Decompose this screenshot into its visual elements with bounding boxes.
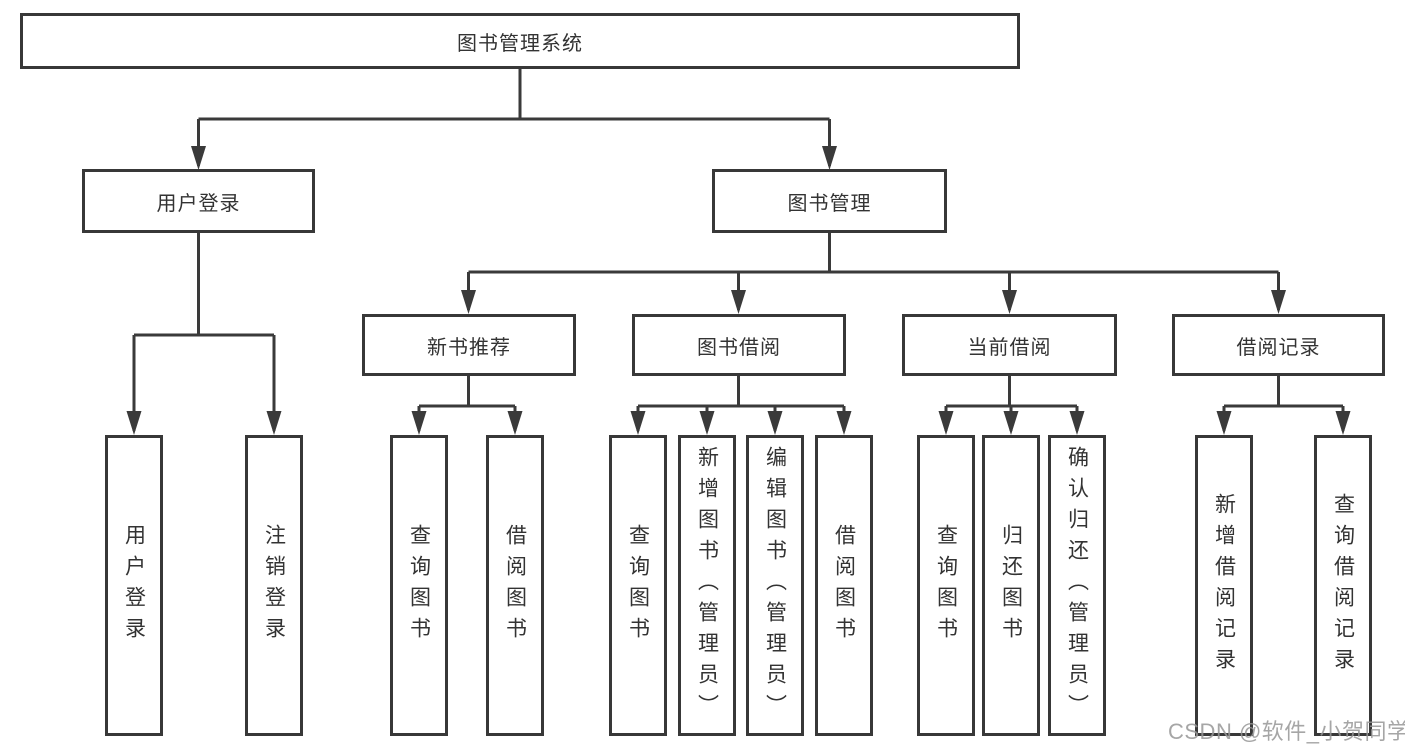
csdn-watermark: CSDN @软件_小贺同学	[1168, 719, 1405, 744]
node-label: 查询图书	[934, 523, 958, 648]
node-user-login: 用户登录	[82, 169, 315, 233]
leaf-records-add-record: 新增借阅记录	[1195, 435, 1253, 736]
connector-root-to-level1	[191, 69, 837, 170]
node-label: 借阅图书	[832, 523, 856, 648]
node-label: 查询图书	[407, 523, 431, 648]
connector-user-login-branch	[126, 233, 282, 435]
leaf-records-query-record: 查询借阅记录	[1314, 435, 1372, 736]
leaf-borrow-borrow-books: 借阅图书	[815, 435, 873, 736]
leaf-newbook-query-books: 查询图书	[390, 435, 448, 736]
connector-new-book-branch	[411, 376, 523, 435]
node-label: 查询借阅记录	[1331, 492, 1355, 679]
node-label: 用户登录	[122, 523, 146, 648]
node-label: 编辑图书（管理员）	[763, 446, 787, 725]
leaf-borrow-query-books: 查询图书	[609, 435, 667, 736]
connector-book-mgmt-branch	[461, 233, 1286, 314]
node-label: 新增图书（管理员）	[695, 446, 719, 725]
node-current-borrowing: 当前借阅	[902, 314, 1117, 376]
leaf-current-confirm-return-admin: 确认归还（管理员）	[1048, 435, 1106, 736]
leaf-logout: 注销登录	[245, 435, 303, 736]
leaf-newbook-borrow-books: 借阅图书	[486, 435, 544, 736]
node-label: 查询图书	[626, 523, 650, 648]
node-label: 新增借阅记录	[1212, 492, 1236, 679]
node-book-borrowing: 图书借阅	[632, 314, 846, 376]
leaf-current-return-books: 归还图书	[982, 435, 1040, 736]
node-label: 用户登录	[156, 192, 241, 215]
node-label: 注销登录	[262, 523, 286, 648]
connector-book-borrow-branch	[630, 376, 852, 435]
node-label: 归还图书	[999, 523, 1023, 648]
connector-borrow-records-branch	[1216, 376, 1351, 435]
node-label: 图书管理系统	[457, 32, 583, 55]
leaf-current-query-books: 查询图书	[917, 435, 975, 736]
node-new-book-recommend: 新书推荐	[362, 314, 576, 376]
node-label: 图书管理	[787, 192, 872, 215]
node-book-management: 图书管理	[712, 169, 947, 233]
node-label: 确认归还（管理员）	[1065, 446, 1089, 725]
node-label: 借阅图书	[503, 523, 527, 648]
leaf-borrow-edit-books-admin: 编辑图书（管理员）	[746, 435, 804, 736]
node-label: 图书借阅	[697, 336, 781, 359]
leaf-user-login: 用户登录	[105, 435, 163, 736]
connector-current-borrow-branch	[938, 376, 1085, 435]
node-library-system: 图书管理系统	[20, 13, 1020, 69]
node-label: 当前借阅	[967, 336, 1052, 359]
node-borrowing-records: 借阅记录	[1172, 314, 1385, 376]
leaf-borrow-add-books-admin: 新增图书（管理员）	[678, 435, 736, 736]
node-label: 借阅记录	[1236, 336, 1321, 359]
node-label: 新书推荐	[427, 336, 511, 359]
